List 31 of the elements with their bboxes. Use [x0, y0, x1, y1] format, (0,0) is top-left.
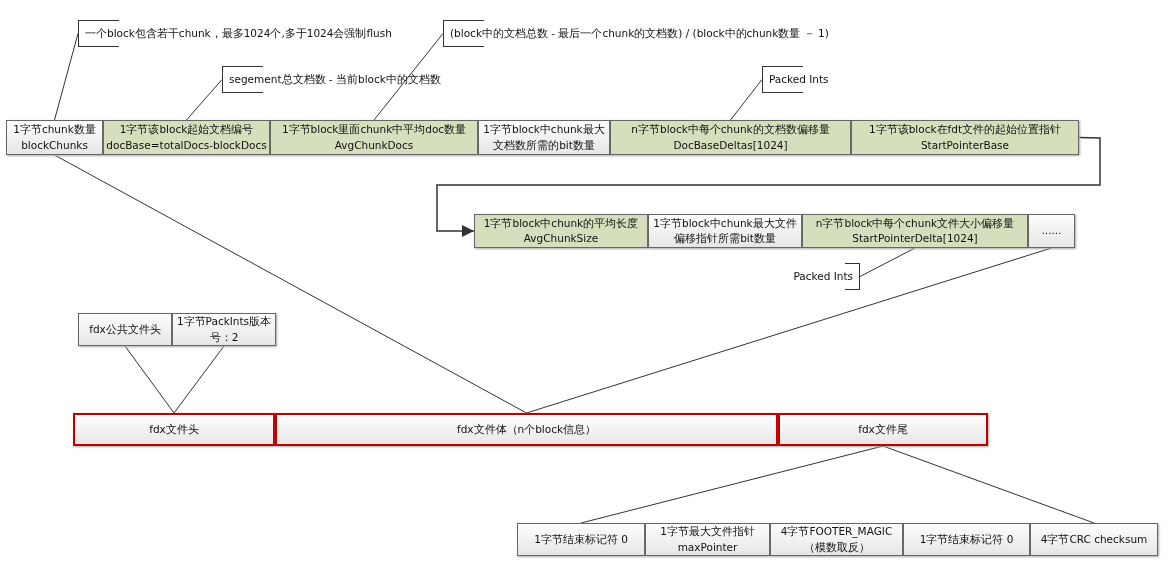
field-cell: ......	[1028, 214, 1075, 248]
section-cell: fdx文件体（n个block信息）	[275, 413, 778, 446]
leader-line	[186, 79, 223, 121]
field-cell: fdx公共文件头	[78, 313, 172, 346]
field-cell: n字节block中每个chunk文件大小偏移量 StartPointerDelta[1024]	[802, 214, 1028, 248]
leader-line	[54, 154, 527, 414]
field-cell: 4字节FOOTER_MAGIC （模数取反）	[770, 523, 903, 556]
field-cell: 1字节结束标记符 0	[903, 523, 1030, 556]
field-cell: 1字节结束标记符 0	[517, 523, 645, 556]
field-cell: 1字节block中chunk的平均长度 AvgChunkSize	[474, 214, 648, 248]
field-cell: 1字节chunk数量 blockChunks	[6, 120, 103, 155]
field-cell: 1字节该block在fdt文件的起始位置指针 StartPointerBase	[851, 120, 1079, 155]
field-cell: 1字节PackInts版本号：2	[172, 313, 276, 346]
section-cell: fdx文件头	[73, 413, 275, 446]
leader-line	[124, 345, 175, 414]
section-cell: fdx文件尾	[778, 413, 988, 446]
field-cell: 1字节该block起始文档编号 docBase=totalDocs-blockDocs	[103, 120, 270, 155]
field-cell: 1字节block里面chunk中平均doc数量 AvgChunkDocs	[270, 120, 478, 155]
field-cell: 4字节CRC checksum	[1030, 523, 1158, 556]
leader-line	[526, 247, 1052, 414]
leader-line	[859, 247, 916, 277]
leader-line	[730, 79, 763, 121]
leader-line	[173, 345, 225, 414]
arrow	[436, 136, 1101, 237]
field-cell: 1字节最大文件指针 maxPointer	[645, 523, 770, 556]
field-cell: n字节block中每个chunk的文档数偏移量 DocBaseDeltas[1024]	[610, 120, 851, 155]
field-cell: 1字节block中chunk最大文件偏移指针所需bit数量	[648, 214, 802, 248]
leader-line	[54, 33, 79, 121]
leader-line	[580, 445, 884, 524]
field-cell: 1字节block中chunk最大文档数所需的bit数量	[478, 120, 610, 155]
leader-line	[882, 445, 1095, 524]
